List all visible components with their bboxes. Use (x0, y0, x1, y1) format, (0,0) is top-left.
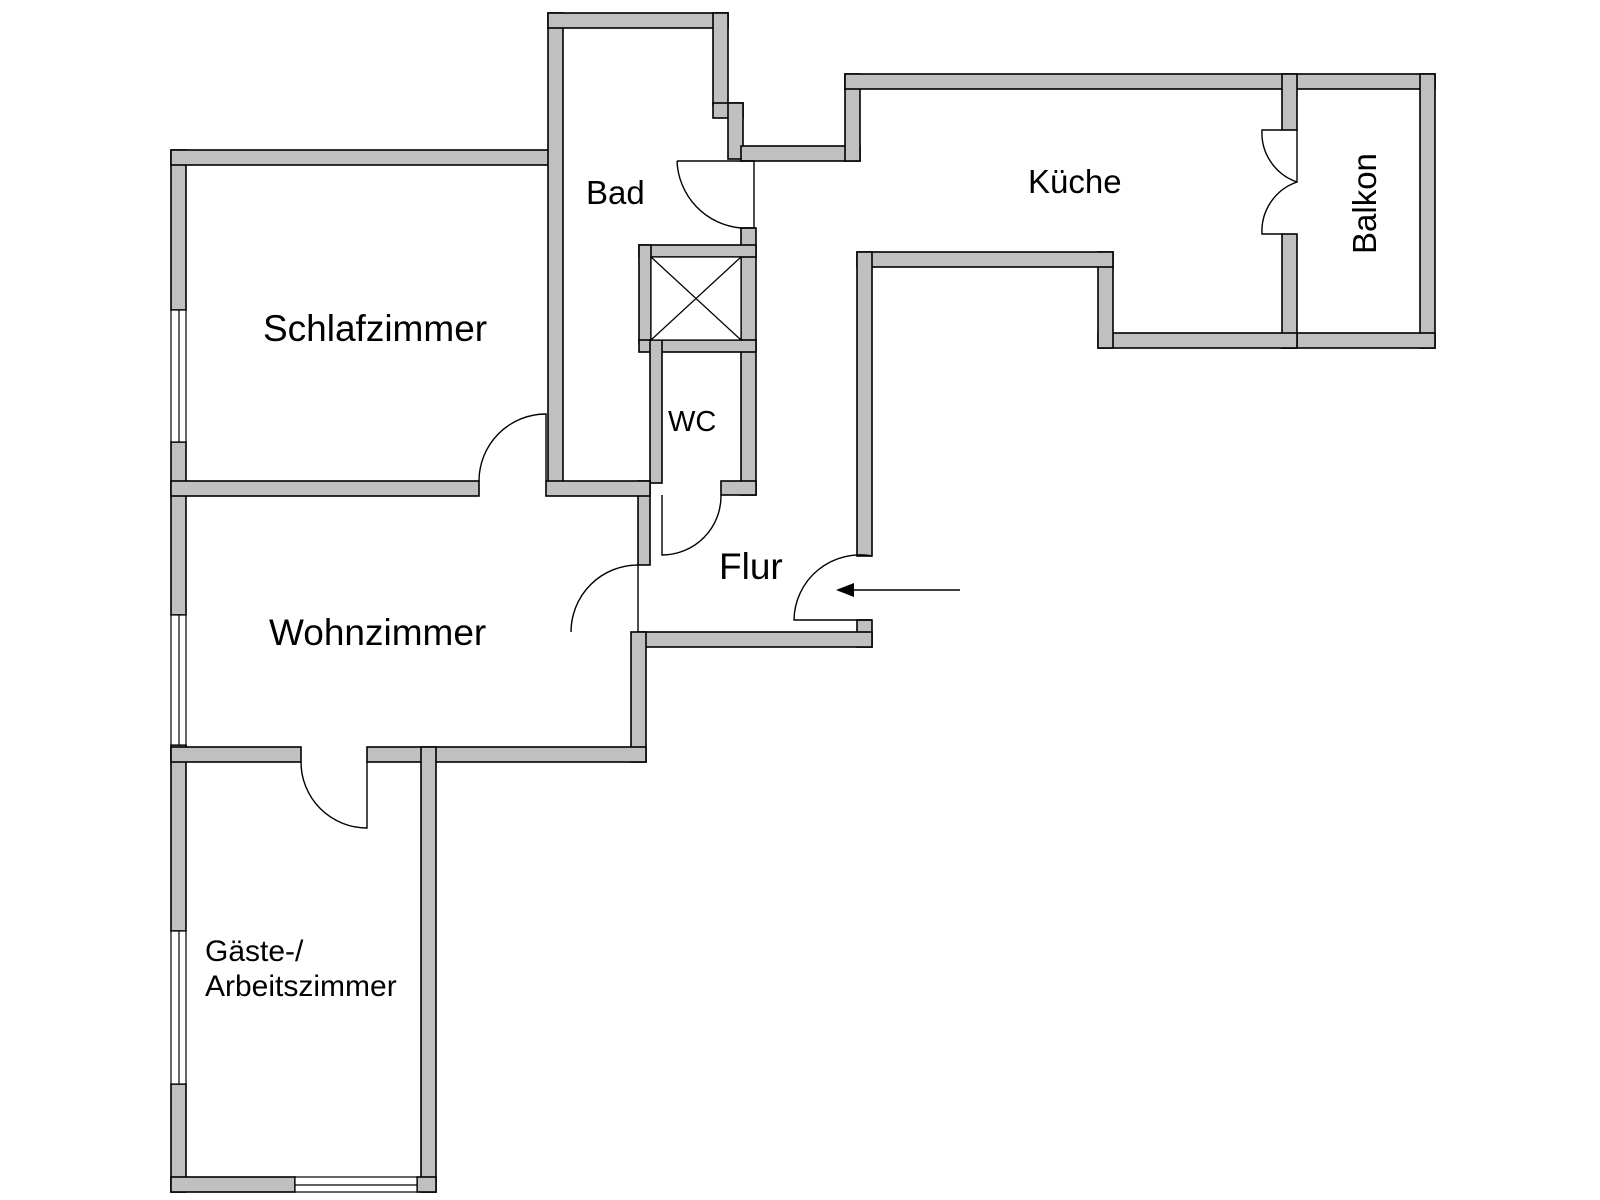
label-gaeste-line2: Arbeitszimmer (205, 970, 397, 1003)
label-flur: Flur (719, 546, 783, 587)
label-schlafzimmer: Schlafzimmer (263, 308, 487, 349)
wall-bad-right-lower (740, 227, 757, 496)
window-schlafzimmer (170, 309, 187, 443)
window-gaeste-bottom (294, 1176, 418, 1193)
door-entrance (793, 554, 873, 621)
wall-bad-right-upper (712, 12, 729, 106)
wall-left-3 (170, 744, 187, 932)
window-gaeste-side (170, 930, 187, 1085)
wall-kueche-lower (856, 251, 1114, 268)
wall-wohn-right (630, 631, 647, 763)
wall-bad-left (547, 12, 564, 484)
wall-shaft-left (638, 244, 652, 344)
wall-wohn-bottom-left (170, 746, 302, 763)
label-gaeste-line1: Gäste-/ (205, 935, 304, 968)
window-wohnzimmer (170, 614, 187, 746)
wall-gaeste-right (420, 746, 437, 1193)
walls (170, 12, 1436, 1193)
label-wc: WC (668, 406, 716, 438)
wall-kueche-balkon-1 (1281, 73, 1298, 131)
label-balkon: Balkon (1346, 153, 1383, 254)
wall-shaft-top (638, 244, 757, 258)
entrance-arrow-icon (836, 583, 960, 597)
room-labels: Schlafzimmer Bad Küche Balkon WC Flur Wo… (205, 153, 1383, 1003)
doors (300, 129, 1298, 829)
door-balkon-upper (1261, 129, 1298, 183)
wall-schlaf-top (170, 149, 555, 166)
label-wohnzimmer: Wohnzimmer (269, 612, 486, 653)
wall-wc-bottom (720, 480, 757, 496)
wall-flur-bottom (637, 631, 873, 648)
door-wohnzimmer (570, 564, 639, 633)
wall-left-2 (170, 441, 187, 616)
wall-balkon-bottom (1281, 332, 1436, 349)
windows (170, 309, 418, 1193)
wall-wc-left (649, 339, 663, 484)
wall-balkon-right (1419, 73, 1436, 349)
wall-left-1 (170, 149, 187, 311)
door-bad (676, 160, 755, 229)
wall-kueche-bottom (1097, 332, 1298, 349)
wall-kueche-balkon-2 (1281, 233, 1298, 349)
wall-flur-right (856, 251, 873, 557)
wall-kueche-topleft (740, 145, 861, 162)
wall-gaeste-bottom-right (416, 1176, 437, 1193)
wall-gaeste-bottom-left (170, 1176, 296, 1193)
door-wc (661, 494, 722, 556)
wall-schlaf-bottom-right (545, 480, 651, 497)
shaft-cross (650, 256, 742, 341)
wall-schlaf-bottom-left (170, 480, 480, 497)
wall-bad-top (547, 12, 729, 29)
label-kueche: Küche (1028, 163, 1122, 200)
wall-bad-right-mid (727, 102, 744, 160)
door-balkon-lower (1261, 181, 1298, 235)
wall-wohn-bottom-right (366, 746, 647, 763)
wall-kueche-top (844, 73, 1436, 90)
label-bad: Bad (586, 174, 645, 211)
door-schlafzimmer (478, 413, 547, 482)
wall-left-4 (170, 1083, 187, 1193)
door-gaeste (300, 761, 368, 829)
